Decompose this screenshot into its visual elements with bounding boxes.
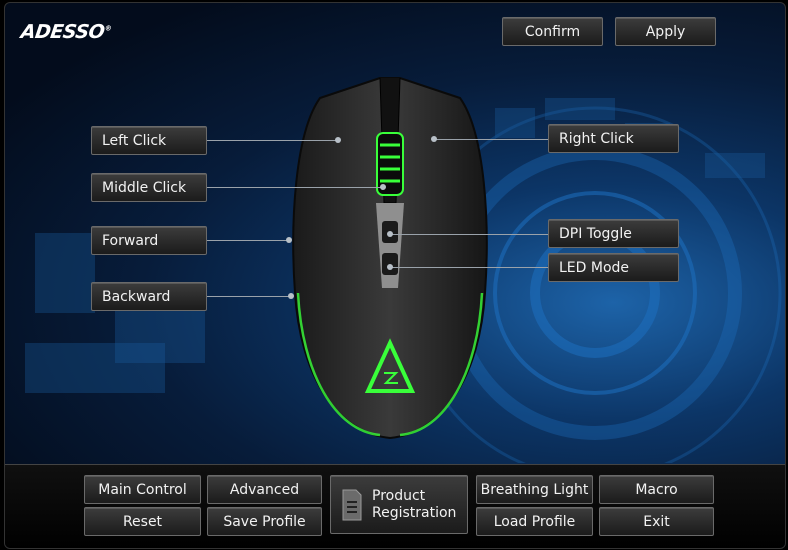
led-mode-button[interactable]: LED Mode (548, 253, 679, 282)
right-click-button[interactable]: Right Click (548, 124, 679, 153)
adesso-a-logo-icon (364, 338, 416, 393)
backward-button[interactable]: Backward (91, 282, 207, 311)
product-registration-label: Product Registration (372, 487, 457, 521)
middle-click-button[interactable]: Middle Click (91, 173, 207, 202)
load-profile-button[interactable]: Load Profile (476, 507, 593, 536)
adesso-logo: ADESSO® (19, 21, 112, 43)
document-icon (342, 489, 362, 520)
advanced-button[interactable]: Advanced (207, 475, 322, 504)
confirm-button[interactable]: Confirm (502, 17, 603, 46)
dpi-toggle-button[interactable]: DPI Toggle (548, 219, 679, 248)
app-window: ADESSO® Confirm Apply (4, 2, 786, 549)
apply-button[interactable]: Apply (615, 17, 716, 46)
exit-button[interactable]: Exit (599, 507, 714, 536)
macro-button[interactable]: Macro (599, 475, 714, 504)
product-registration-button[interactable]: Product Registration (330, 475, 468, 534)
breathing-light-button[interactable]: Breathing Light (476, 475, 593, 504)
gaming-mouse-image (292, 77, 488, 440)
forward-button[interactable]: Forward (91, 226, 207, 255)
main-control-button[interactable]: Main Control (84, 475, 201, 504)
reset-button[interactable]: Reset (84, 507, 201, 536)
save-profile-button[interactable]: Save Profile (207, 507, 322, 536)
left-click-button[interactable]: Left Click (91, 126, 207, 155)
